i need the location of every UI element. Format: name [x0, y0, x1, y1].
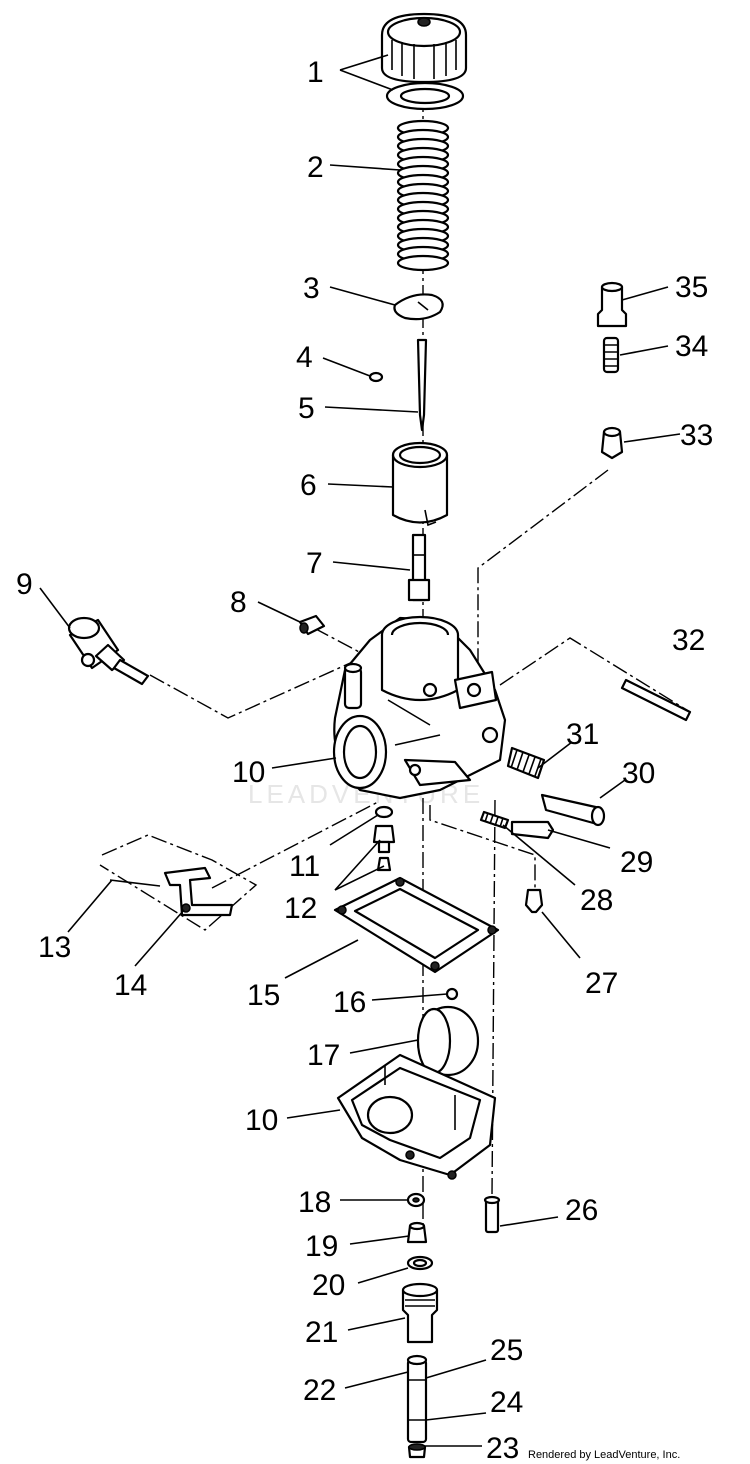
callout-21: 21	[305, 1316, 338, 1349]
part-26-screw	[483, 1195, 501, 1234]
part-20-o-ring	[406, 1255, 434, 1271]
callout-5: 5	[298, 392, 315, 425]
part-11-washer	[374, 805, 394, 819]
part-1-cap	[380, 12, 468, 84]
part-34-spring	[602, 336, 620, 374]
callout-15: 15	[247, 979, 280, 1012]
part-23-cap	[407, 1443, 427, 1459]
part-13-14-lever	[109, 866, 234, 917]
part-10-carburetor-body	[332, 615, 507, 800]
spring-coil	[396, 254, 450, 272]
callout-1: 1	[307, 56, 324, 89]
callout-23: 23	[486, 1432, 519, 1464]
part-6-throttle-valve	[391, 441, 449, 527]
callout-4: 4	[296, 341, 313, 374]
callout-22: 22	[303, 1374, 336, 1407]
part-30-screw	[540, 793, 606, 827]
callout-20: 20	[312, 1269, 345, 1302]
part-27-jet	[524, 888, 544, 914]
callout-8: 8	[230, 586, 247, 619]
callout-26: 26	[565, 1194, 598, 1227]
part-5-needle	[416, 338, 428, 432]
callout-24: 24	[490, 1386, 523, 1419]
part-3-clip	[393, 293, 444, 321]
part-9-starter-plunger	[67, 616, 150, 686]
part-29-screw	[510, 820, 555, 840]
part-2-spring	[396, 119, 450, 272]
part-12-jets	[372, 824, 396, 872]
callout-25: 25	[490, 1334, 523, 1367]
part-28-spring	[479, 810, 510, 830]
callout-7: 7	[306, 547, 323, 580]
render-credit: Rendered by LeadVenture, Inc.	[528, 1449, 680, 1461]
callout-11: 11	[289, 850, 320, 883]
callout-labels: 1 2 3 4 5 6 7 8 9 10 10 11 12 13 14 15 1…	[16, 56, 713, 1464]
part-33-jet	[600, 426, 624, 460]
part-7-needle-jet	[407, 533, 431, 602]
callout-32: 32	[672, 624, 705, 657]
callout-31: 31	[566, 718, 599, 751]
leader-lines	[39, 54, 681, 1447]
callout-34: 34	[675, 330, 708, 363]
callout-29: 29	[620, 846, 653, 879]
callout-2: 2	[307, 151, 324, 184]
callout-6: 6	[300, 469, 317, 502]
part-15-gasket	[333, 876, 500, 974]
part-31-spring	[506, 746, 546, 780]
callout-9: 9	[16, 568, 33, 601]
part-18-washer	[406, 1192, 426, 1208]
callout-19: 19	[305, 1230, 338, 1263]
callout-13: 13	[38, 931, 71, 964]
callout-17: 17	[307, 1039, 340, 1072]
part-17-float	[416, 1005, 480, 1077]
part-35-fitting	[596, 281, 628, 328]
callout-30: 30	[622, 757, 655, 790]
callout-28: 28	[580, 884, 613, 917]
callout-10-bowl: 10	[245, 1104, 278, 1137]
part-4-e-clip	[368, 371, 384, 383]
part-22-tube	[406, 1354, 428, 1444]
callout-33: 33	[680, 419, 713, 452]
part-1-ring	[385, 81, 465, 111]
part-32-rod	[620, 678, 692, 722]
callout-35: 35	[675, 271, 708, 304]
callout-14: 14	[114, 969, 147, 1002]
callout-10-body: 10	[232, 756, 265, 789]
callout-3: 3	[303, 272, 320, 305]
callout-16: 16	[333, 986, 366, 1019]
part-19-jet	[406, 1221, 428, 1244]
part-8-plug	[298, 614, 326, 636]
callout-12: 12	[284, 892, 317, 925]
callout-27: 27	[585, 967, 618, 1000]
callout-18: 18	[298, 1186, 331, 1219]
part-21-plug	[401, 1282, 439, 1344]
part-16-ball	[445, 987, 459, 1001]
part-10-float-bowl	[336, 1053, 497, 1180]
